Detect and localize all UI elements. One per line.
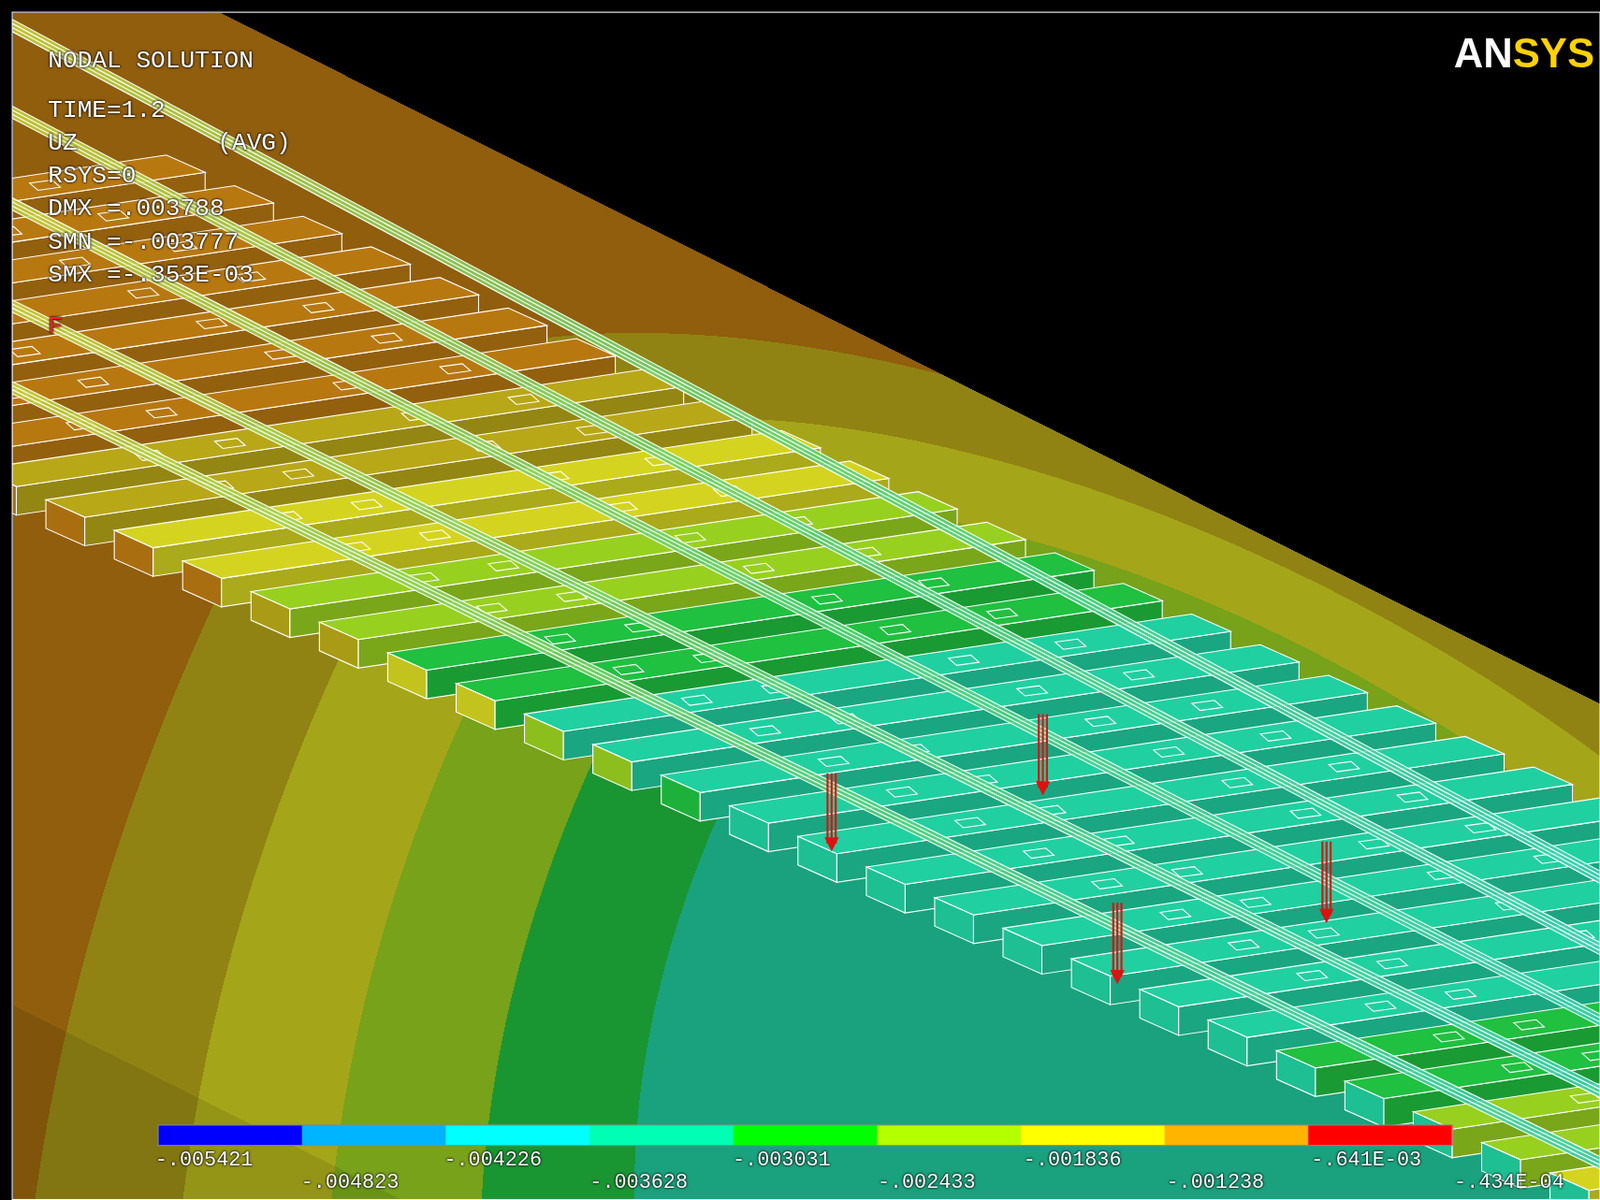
contour-value: -.002433 xyxy=(877,1172,976,1195)
contour-value: -.434E-04 xyxy=(1454,1172,1565,1195)
contour-value: -.005421 xyxy=(155,1149,254,1173)
solution-info: F xyxy=(47,313,63,341)
solution-info: UZ xyxy=(47,130,77,158)
contour-value: -.003031 xyxy=(732,1149,831,1173)
solution-info: DMX =.003788 xyxy=(47,195,224,223)
solution-info: RSYS=0 xyxy=(47,162,136,190)
solution-info: TIME=1.2 xyxy=(47,97,166,125)
solution-info: NODAL SOLUTION xyxy=(47,47,254,75)
software-logo: ANSYS xyxy=(1454,30,1595,76)
contour-value: -.641E-03 xyxy=(1310,1149,1422,1173)
solution-info: (AVG) xyxy=(217,130,291,158)
contour-value: -.003628 xyxy=(589,1172,688,1195)
solution-info: SMN =-.003777 xyxy=(47,229,239,257)
contour-value: -.004823 xyxy=(301,1172,400,1195)
contour-value: -.001238 xyxy=(1166,1172,1266,1195)
contour-value: -.004226 xyxy=(443,1149,542,1173)
contour-value: -.001836 xyxy=(1023,1149,1122,1173)
solution-info: SMX =-.353E-03 xyxy=(47,261,254,290)
